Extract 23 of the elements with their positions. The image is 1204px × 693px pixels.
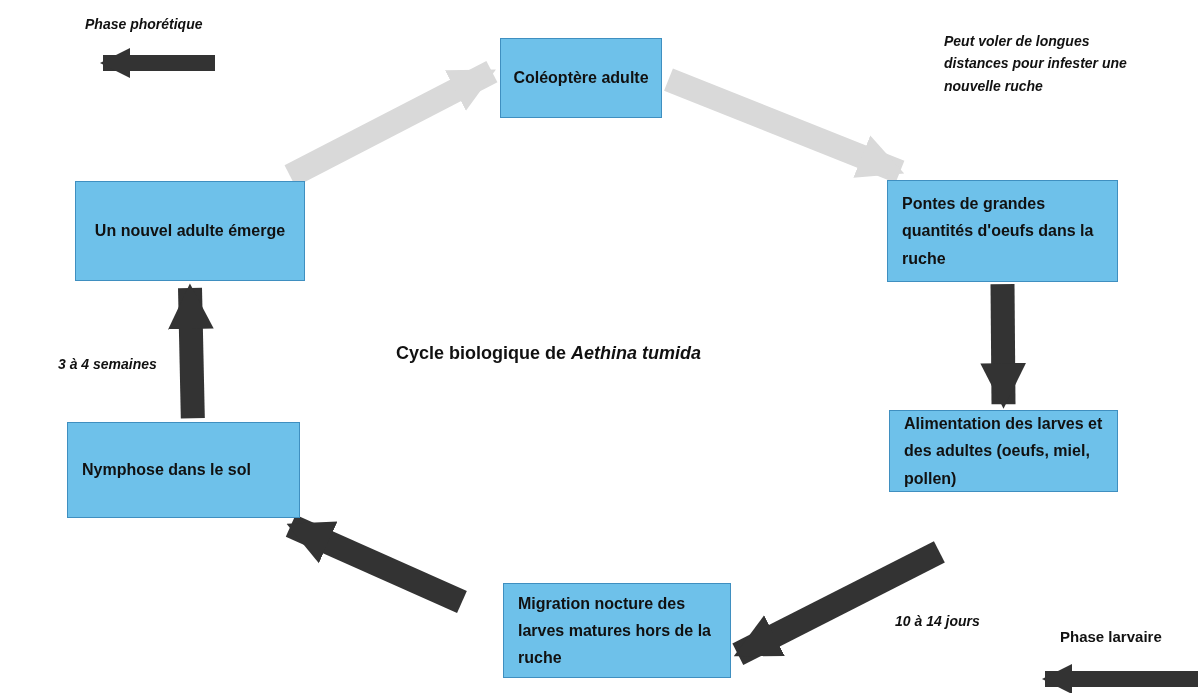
block-arrow <box>168 283 214 419</box>
process-box <box>503 583 731 678</box>
block-arrow <box>285 514 467 613</box>
edge-label: 3 à 4 semaines <box>58 355 157 374</box>
box-text: Migration nocture des larves matures hors de la ruche <box>518 593 712 669</box>
box-text: Coléoptère adulte <box>513 68 649 89</box>
block-arrow <box>980 283 1026 409</box>
block-arrow <box>664 68 905 183</box>
process-box <box>887 180 1118 282</box>
block-arrow <box>732 541 945 665</box>
legend-label: Phase larvaire <box>1060 627 1162 647</box>
box-text: Un nouvel adulte émerge <box>94 221 286 242</box>
box-text: Nymphose dans le sol <box>82 460 251 481</box>
box-text: Alimentation des larves et des adultes (oeufs, miel, pollen) <box>904 414 1103 489</box>
diagram-title: Cycle biologique de Aethina tumida <box>396 343 702 364</box>
legend-label: Phase phorétique <box>85 15 203 34</box>
process-box <box>889 410 1118 492</box>
note-text: Peut voler de longues distances pour infester une nouvelle ruche <box>944 32 1128 96</box>
process-box <box>75 181 305 281</box>
process-box <box>67 422 300 518</box>
edge-label: 10 à 14 jours <box>895 612 980 631</box>
box-text: Pontes de grandes quantités d'oeufs dans la ruche <box>902 194 1095 269</box>
process-box <box>500 38 662 118</box>
